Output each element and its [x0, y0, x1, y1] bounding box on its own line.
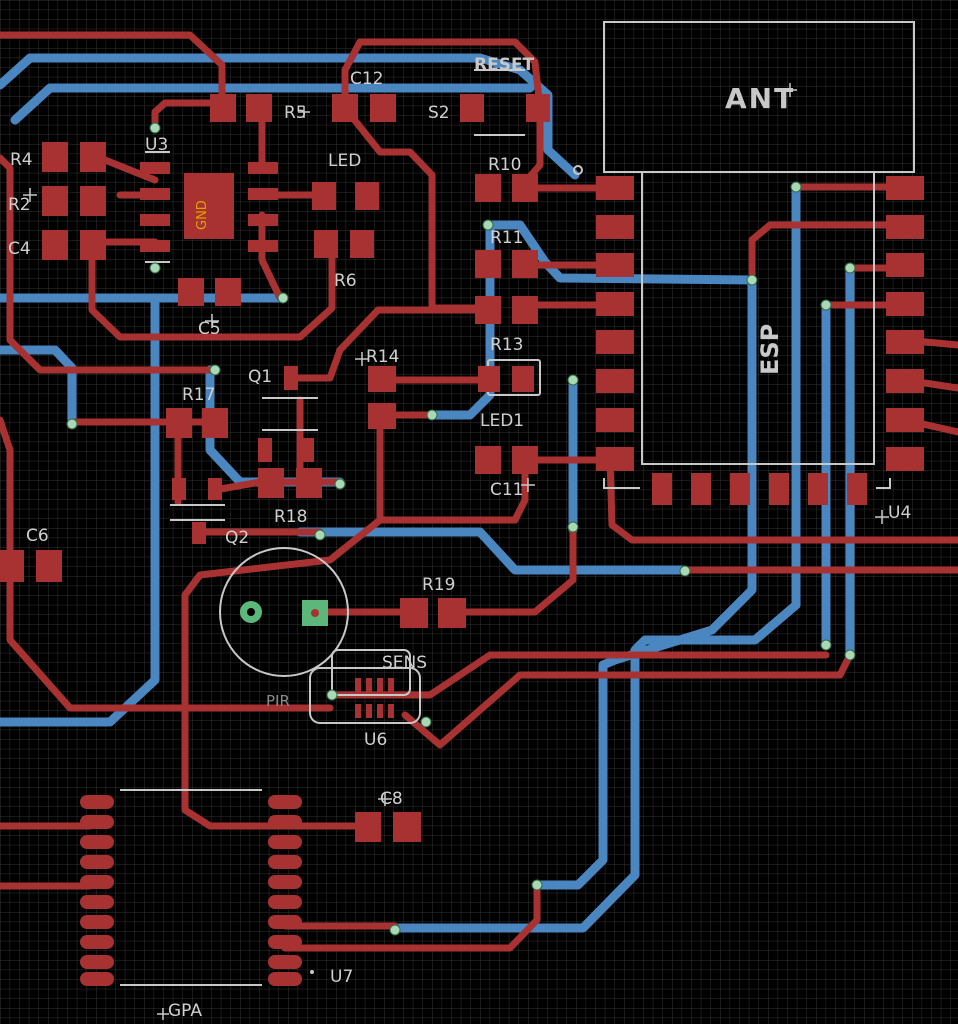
- label-esp: ESP: [756, 324, 784, 375]
- label-u7: U7: [330, 967, 353, 987]
- label-led: LED: [328, 151, 361, 171]
- u7-gpa-pads[interactable]: [80, 795, 302, 986]
- label-r17: R17: [182, 385, 215, 405]
- esp-module-pads[interactable]: [596, 176, 924, 505]
- label-reset: RESET: [474, 55, 535, 75]
- label-gpa: GPA: [168, 1001, 202, 1021]
- silkscreen-labels: ANT ESP RESET R4 R2 C4 U3 GND R5 C12 S2 …: [8, 55, 911, 1021]
- label-pir: PIR: [266, 692, 290, 710]
- label-gnd: GND: [195, 200, 210, 230]
- sensor-outline: [331, 649, 411, 696]
- label-u4: U4: [888, 503, 911, 523]
- label-q2: Q2: [225, 528, 249, 548]
- label-c11: C11: [490, 480, 524, 500]
- label-u6: U6: [364, 730, 387, 750]
- u3-thermal-pad[interactable]: [184, 173, 234, 239]
- u6-sensor-pads[interactable]: [355, 678, 394, 718]
- silkscreen-outlines: [120, 21, 915, 986]
- top-layer-traces: [0, 31, 958, 952]
- label-ant: ANT: [725, 82, 795, 115]
- label-c4: C4: [8, 239, 31, 259]
- esp-module-outline: [641, 171, 875, 465]
- label-r10: R10: [488, 155, 521, 175]
- label-u3: U3: [145, 135, 168, 155]
- label-r13: R13: [490, 335, 523, 355]
- label-c6: C6: [26, 526, 49, 546]
- label-s2: S2: [428, 103, 450, 123]
- label-r4: R4: [10, 150, 33, 170]
- label-r14: R14: [366, 347, 399, 367]
- label-r6: R6: [334, 271, 357, 291]
- buzzer-outline: [219, 547, 349, 677]
- label-c5: C5: [198, 319, 221, 339]
- label-r11: R11: [490, 228, 523, 248]
- label-c12: C12: [350, 69, 384, 89]
- label-r19: R19: [422, 575, 455, 595]
- smd-pads[interactable]: [0, 94, 550, 842]
- origin-crosses: [23, 83, 889, 1020]
- vias: [66, 122, 856, 936]
- label-sens: SENS: [382, 653, 427, 673]
- buzzer-pads[interactable]: [240, 600, 328, 626]
- label-r2: R2: [8, 195, 31, 215]
- label-r18: R18: [274, 507, 307, 527]
- pin1-marker: [573, 165, 583, 175]
- u7-pin1-dot: [310, 970, 314, 974]
- label-q1: Q1: [248, 367, 272, 387]
- label-r5: R5: [284, 103, 307, 123]
- label-led1: LED1: [480, 411, 524, 431]
